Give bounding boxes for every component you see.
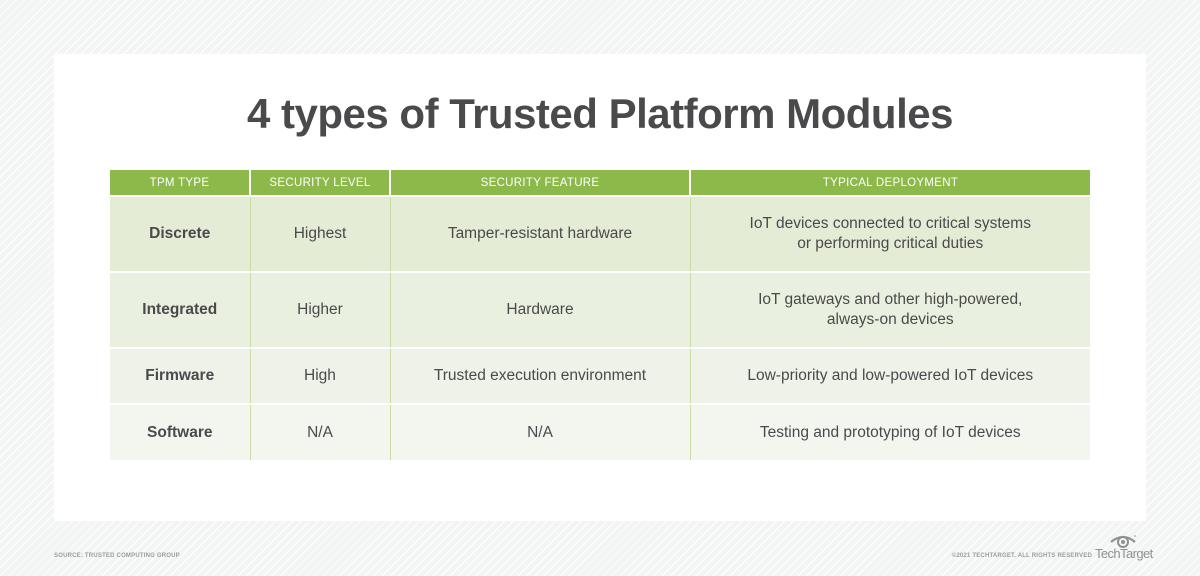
cell-security-level: High [249, 347, 390, 404]
cell-security-level: Highest [249, 195, 390, 272]
copyright-notice: ©2021 TECHTARGET. ALL RIGHTS RESERVED [951, 553, 1092, 559]
deployment-line: Testing and prototyping of IoT devices [759, 423, 1021, 441]
logo-text: TechTarget [1095, 546, 1153, 561]
source-credit: SOURCE: TRUSTED COMPUTING GROUP [54, 553, 180, 559]
deployment-line: IoT gateways and other high-powered, [758, 291, 1023, 308]
column-header-tpm-type: TPM TYPE [110, 170, 250, 196]
column-header-security-feature: SECURITY FEATURE [389, 170, 690, 196]
cell-security-level: N/A [249, 403, 390, 460]
cell-security-feature: Hardware [389, 271, 690, 348]
deployment-line: always-on devices [826, 311, 954, 328]
table-row: Discrete Highest Tamper-resistant hardwa… [110, 195, 1090, 272]
cell-tpm-type: Discrete [110, 195, 250, 272]
cell-security-feature: N/A [389, 403, 690, 460]
cell-tpm-type: Integrated [110, 271, 250, 348]
deployment-line: Low-priority and low-powered IoT devices [747, 367, 1034, 384]
cell-typical-deployment: Testing and prototyping of IoT devices [689, 403, 1090, 460]
techtarget-logo: TechTarget [1095, 533, 1153, 563]
cell-tpm-type: Firmware [110, 347, 250, 404]
table-row: Software N/A N/A Testing and prototyping… [110, 403, 1090, 460]
infographic-card: 4 types of Trusted Platform Modules TPM … [54, 54, 1146, 521]
cell-typical-deployment: Low-priority and low-powered IoT devices [689, 347, 1090, 404]
cell-security-level: Higher [249, 271, 390, 348]
table-row: Integrated Higher Hardware IoT gateways … [110, 271, 1090, 348]
cell-tpm-type: Software [110, 403, 250, 460]
tpm-types-table: TPM TYPE SECURITY LEVEL SECURITY FEATURE… [110, 170, 1090, 460]
table-row: Firmware High Trusted execution environm… [110, 347, 1090, 404]
table-header-row: TPM TYPE SECURITY LEVEL SECURITY FEATURE… [110, 170, 1090, 196]
deployment-line: or performing critical duties [797, 235, 984, 252]
eye-icon [1110, 535, 1136, 548]
cell-typical-deployment: IoT gateways and other high-powered, alw… [689, 271, 1090, 348]
cell-security-feature: Tamper-resistant hardware [389, 195, 690, 272]
cell-security-feature: Trusted execution environment [389, 347, 690, 404]
column-header-security-level: SECURITY LEVEL [249, 170, 390, 196]
deployment-line: IoT devices connected to critical system… [749, 215, 1031, 232]
cell-typical-deployment: IoT devices connected to critical system… [689, 195, 1090, 272]
column-header-typical-deployment: TYPICAL DEPLOYMENT [689, 170, 1090, 196]
page-title: 4 types of Trusted Platform Modules [247, 90, 953, 137]
